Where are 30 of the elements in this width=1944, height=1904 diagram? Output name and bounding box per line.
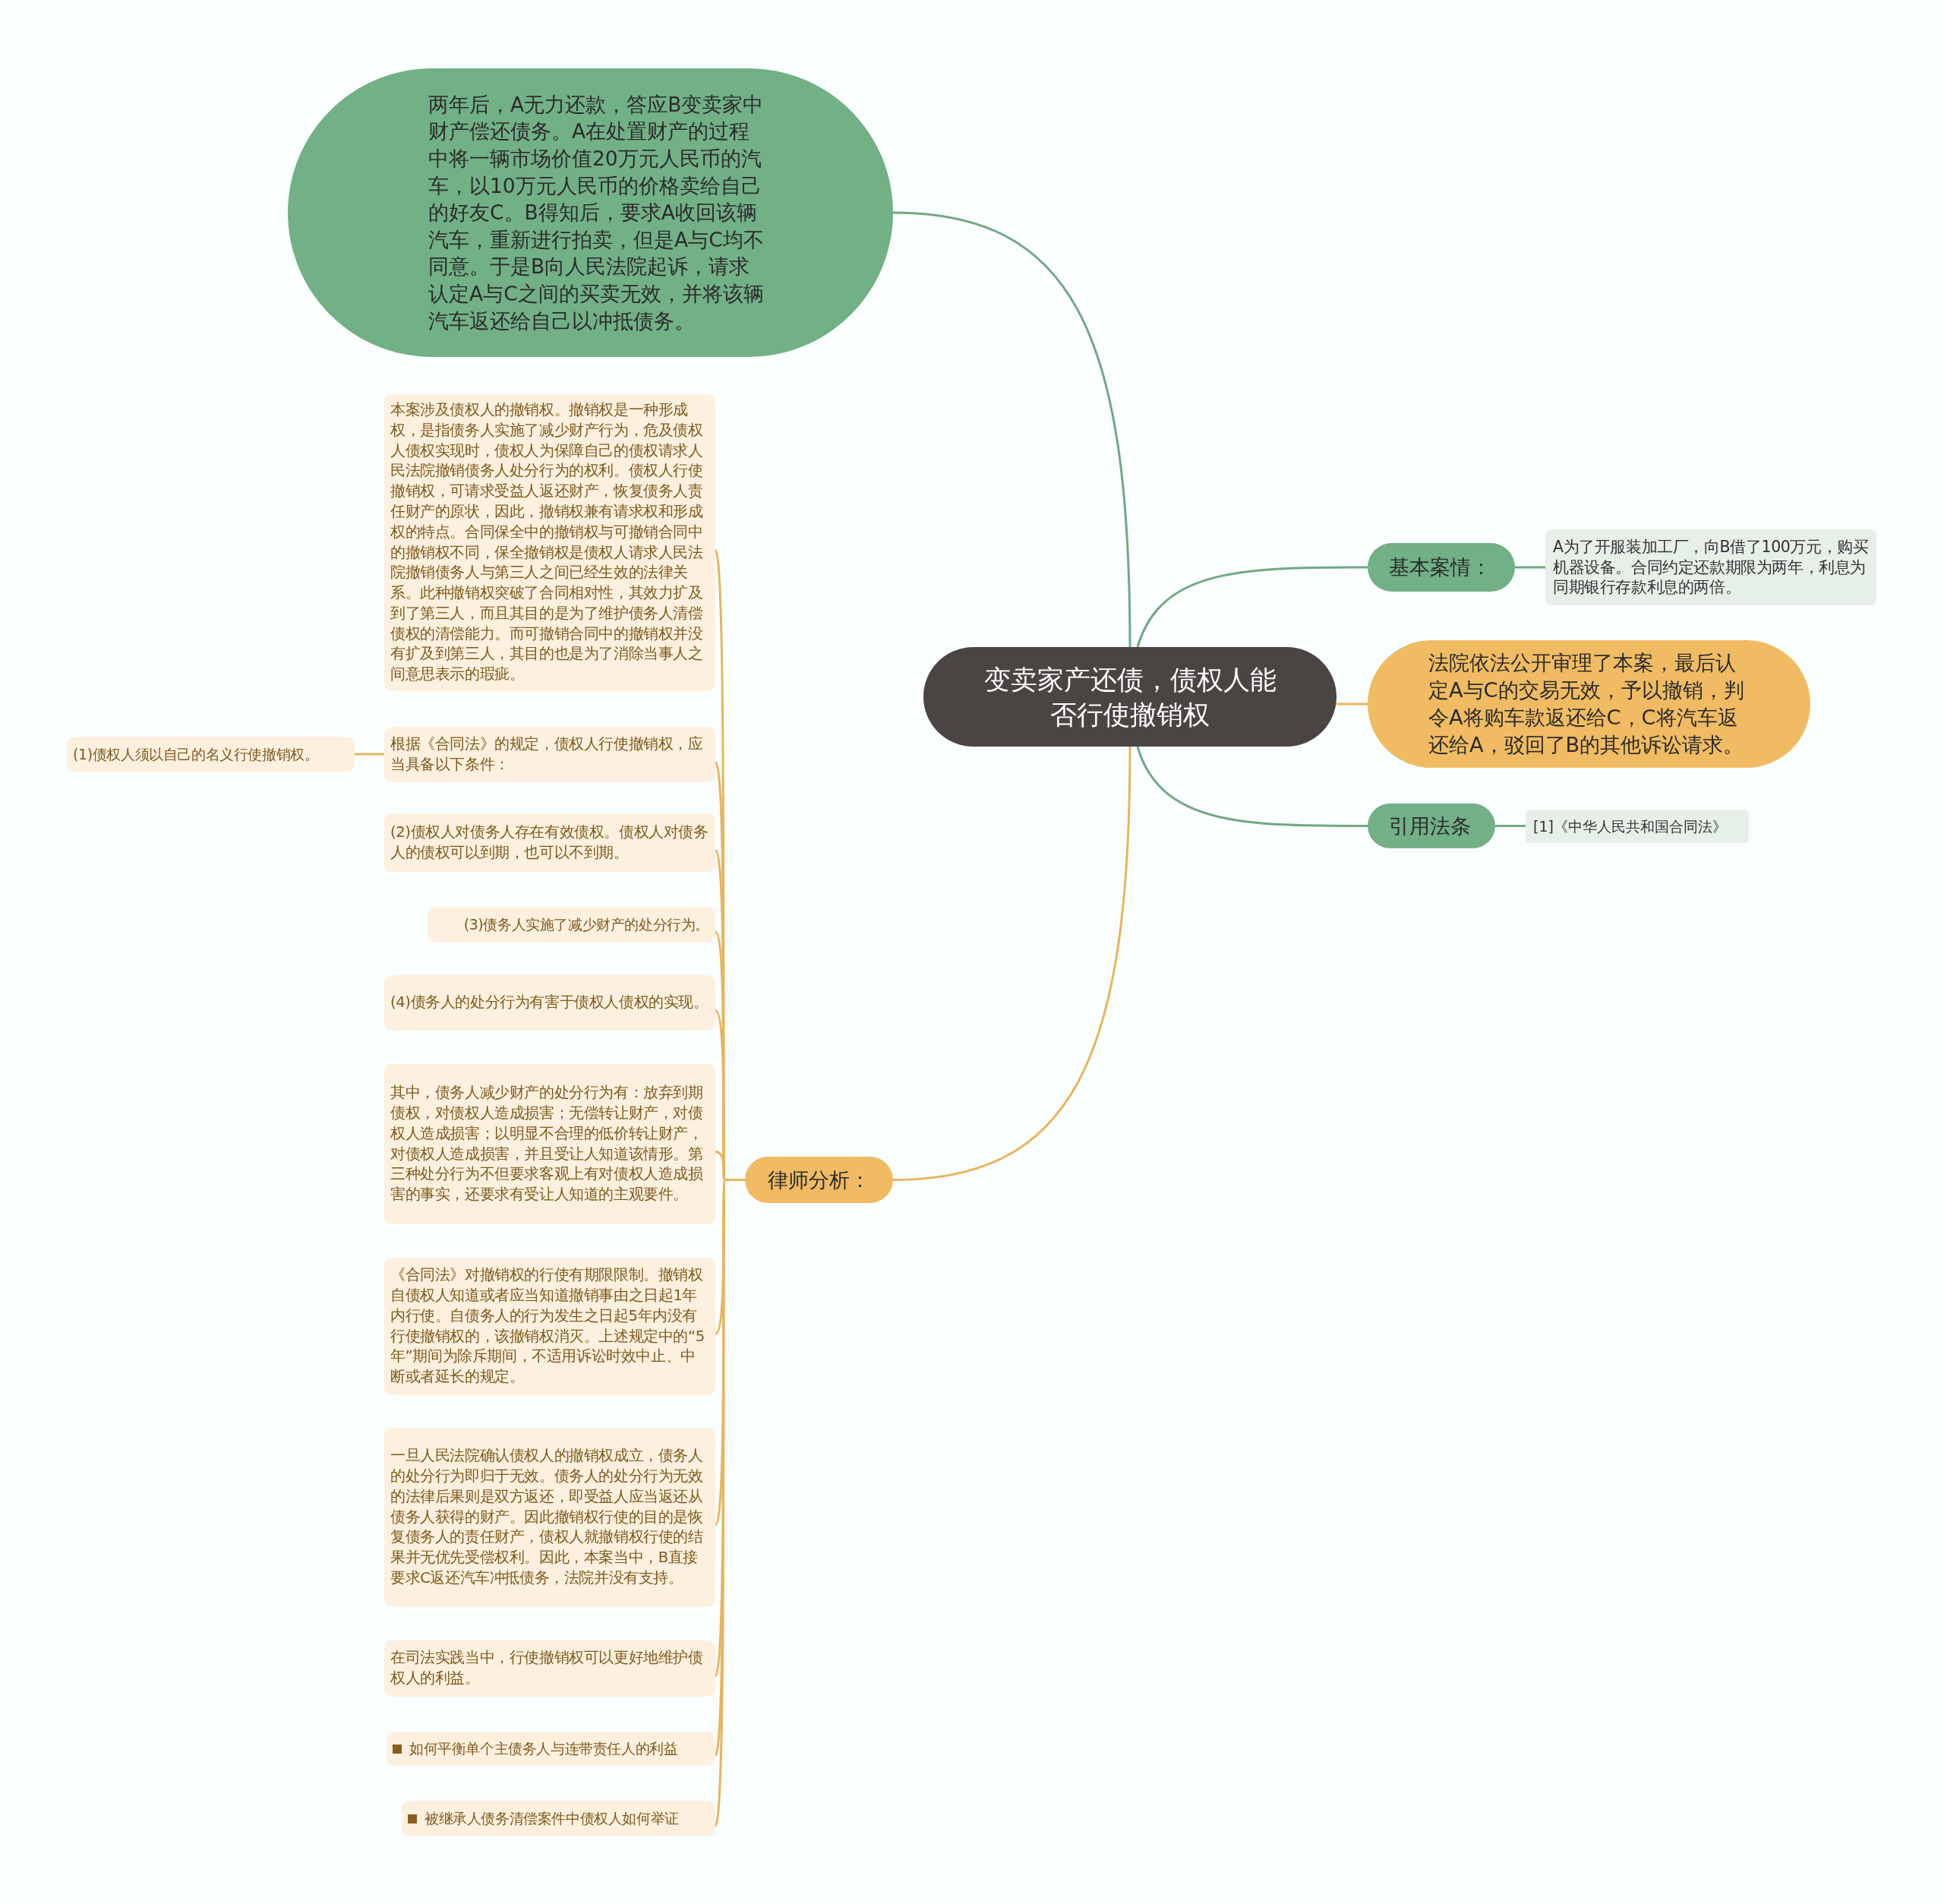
topic-text: 被继承人债务清偿案件中债权人如何举证: [424, 1809, 679, 1829]
topic-box: 本案涉及债权人的撤销权。撤销权是一种形成权，是指债务人实施了减少财产行为，危及债权人债权实现时，债权人为保障自己的债权请求人民法院撤销债务人处分行为的权利。债权人行使撤销权，可请求受益人返还财产，恢复债务人责任财产的原状，因此，撤销权兼有请求权和形成权的特点。合同保全中的撤销权与可撤销合同中的撤销权不同，保全撤销权是债权人请求人民法院撤销债务人与第三人之间已经生效的法律关系。此种撤销权突破了合同相对性，其效力扩及到了第三人，而且其目的是为了维护债务人清偿债权的清偿能力。而可撤销合同中的撤销权并没有扩及到第三人，其目的也是为了消除当事人之间意思表示的瑕疵。: [384, 394, 715, 691]
connector-line: [1515, 566, 1545, 569]
topic-bubble: 两年后，A无力还款，答应B变卖家中财产偿还债务。A在处置财产的过程中将一辆市场价值20万元人民币的汽车，以10万元人民币的价格卖给自己的好友C。B得知后，要求A收回该辆汽车，重新进行拍卖，但是A与C均不同意。于是B向人民法院起诉，请求认定A与C之间的买卖无效，并将该辆汽车返还给自己以冲抵债务。: [288, 68, 893, 357]
topic-box: [402, 1801, 715, 1836]
topic-box: 《合同法》对撤销权的行使有期限限制。撤销权自债权人知道或者应当知道撤销事由之日起1年内行使。自债务人的行为发生之日起5年内没有行使撤销权的，该撤销权消灭。上述规定中的“5年”期间为除斥期间，不适用诉讼时效中止、中断或者延长的规定。: [384, 1258, 715, 1395]
result-bubble: 法院依法公开审理了本案，最后认定A与C的交易无效，予以撤销，判令A将购车款返还给C，C将汽车返还给A，驳回了B的其他诉讼请求。: [1368, 640, 1810, 768]
connector-line: [1136, 566, 1368, 648]
connector-line: [892, 211, 1131, 648]
connector-line: [1136, 746, 1368, 827]
connector-line: [1495, 825, 1526, 827]
branch-topic: 律师分析：: [745, 1157, 893, 1203]
topic-box: 在司法实践当中，行使撤销权可以更好地维护债权人的利益。: [384, 1640, 715, 1697]
topic-text: 如何平衡单个主债务人与连带责任人的利益: [409, 1739, 678, 1759]
topic-box: 其中，债务人减少财产的处分行为有：放弃到期债权，对债权人造成损害；无偿转让财产，对债权人造成损害；以明显不合理的低价转让财产，对债权人造成损害，并且受让人知道该情形。第三种处分行为不但要求客观上有对债权人造成损害的事实，还要求有受让人知道的主观要件。: [384, 1064, 715, 1224]
topic-box: [387, 1732, 715, 1766]
branch-topic: 基本案情：: [1368, 543, 1515, 592]
connector-line: [355, 753, 384, 756]
connector-line: [1336, 703, 1368, 706]
topic-box: (3)债务人实施了减少财产的处分行为。: [428, 907, 715, 943]
detail-box: [1]《中华人民共和国合同法》: [1526, 810, 1749, 843]
topic-box: 一旦人民法院确认债权人的撤销权成立，债务人的处分行为即归于无效。债务人的处分行为无效的法律后果则是双方返还，即受益人应当返还从债务人获得的财产。因此撤销权行使的目的是恢复债务人的责任财产，债权人就撤销权行使的结果并无优先受偿权利。因此，本案当中，B直接要求C返还汽车冲抵债务，法院并没有支持。: [384, 1428, 715, 1607]
topic-box: (4)债务人的处分行为有害于债权人债权的实现。: [384, 975, 715, 1031]
branch-topic: 引用法条: [1368, 804, 1495, 848]
central-topic: 变卖家产还债，债权人能否行使撤销权: [923, 647, 1336, 747]
topic-box: (1)债权人须以自己的名义行使撤销权。: [67, 737, 355, 772]
topic-box: (2)债权人对债务人存在有效债权。债权人对债务人的债权可以到期，也可以不到期。: [384, 813, 715, 872]
topic-box: 根据《合同法》的规定，债权人行使撤销权，应当具备以下条件：: [384, 727, 715, 782]
detail-box: A为了开服装加工厂，向B借了100万元，购买机器设备。合同约定还款期限为两年，利息为同期银行存款利息的两倍。: [1545, 529, 1876, 605]
connector-line: [892, 746, 1131, 1181]
